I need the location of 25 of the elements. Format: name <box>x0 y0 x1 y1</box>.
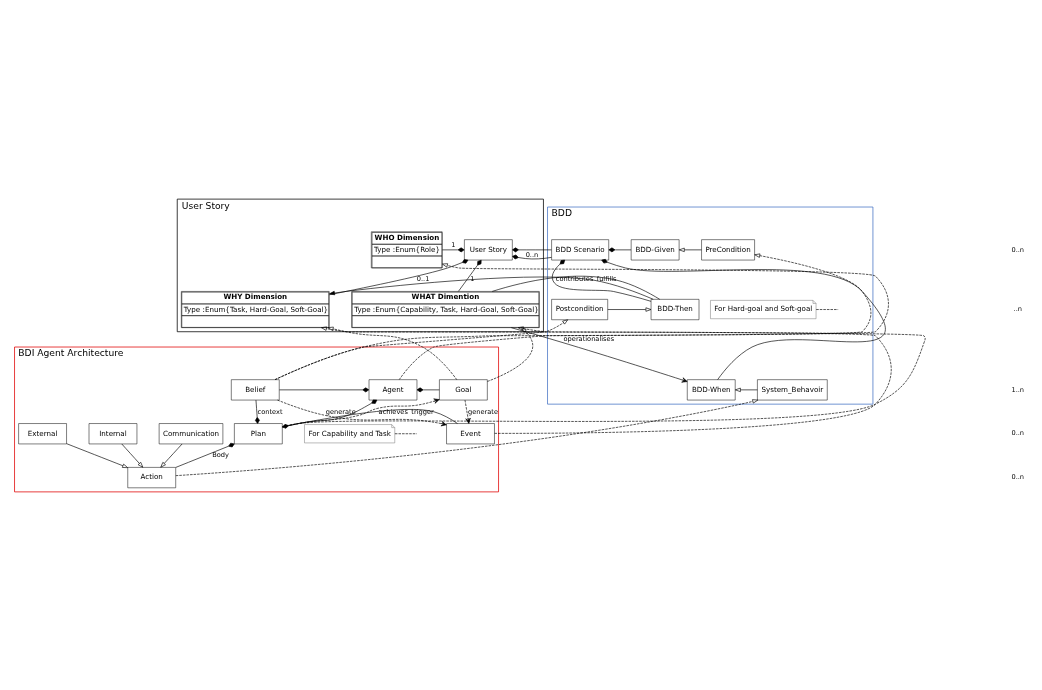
arrow <box>175 398 759 476</box>
connector <box>601 258 886 380</box>
arrow <box>66 442 129 468</box>
arrow <box>160 443 183 468</box>
connector <box>608 247 632 252</box>
connector <box>329 258 469 295</box>
arrow <box>607 306 652 312</box>
connector <box>279 387 370 392</box>
connector <box>416 387 440 392</box>
connector <box>512 247 552 259</box>
connector <box>255 399 260 424</box>
arrow <box>121 443 144 468</box>
connector <box>491 275 661 300</box>
arrow <box>735 387 758 392</box>
arrow <box>274 253 872 380</box>
connector <box>442 247 465 252</box>
arrow <box>329 276 654 300</box>
connector <box>175 442 235 468</box>
arrow <box>398 262 889 380</box>
arrow <box>327 326 458 380</box>
arrow <box>678 247 702 252</box>
arrow <box>464 399 471 424</box>
connector <box>551 259 652 302</box>
connector <box>458 259 482 292</box>
arrow <box>274 318 569 380</box>
